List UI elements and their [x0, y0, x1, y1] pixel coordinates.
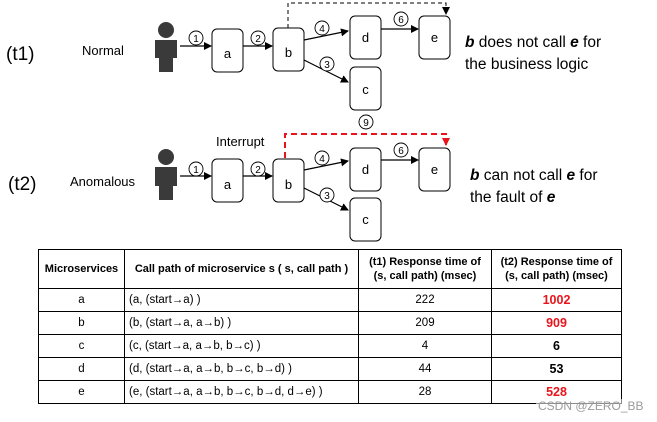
step-marker-9: 9 — [358, 114, 374, 130]
svg-text:c: c — [362, 82, 369, 97]
svg-text:4: 4 — [319, 154, 325, 165]
scenario-tag-t1: (t1) — [6, 44, 35, 65]
svg-text:d: d — [362, 162, 369, 177]
cell-microservice: d — [38, 357, 125, 381]
svg-text:2: 2 — [255, 34, 261, 45]
note-anomalous-line1: b can not call e for — [470, 167, 598, 184]
edge-b-e-interrupt — [284, 133, 450, 158]
table-row: b (b, (start→a, a→b) ) 209 909 — [38, 311, 622, 335]
svg-text:1: 1 — [193, 34, 199, 45]
node-b: b — [272, 27, 305, 72]
step-marker-1: 1 — [188, 30, 204, 46]
step-marker-4: 4 — [314, 20, 330, 36]
node-d: d — [349, 15, 382, 60]
svg-text:4: 4 — [319, 24, 325, 35]
user-icon — [155, 22, 177, 72]
col-header-microservice: Microservices — [38, 249, 125, 289]
interrupt-label: Interrupt — [216, 134, 265, 149]
svg-text:3: 3 — [324, 191, 330, 202]
step-marker-4: 4 — [314, 150, 330, 166]
node-a: a — [211, 158, 244, 203]
cell-t2-time: 909 — [491, 311, 622, 335]
cell-t1-time: 44 — [358, 357, 492, 381]
step-marker-1: 1 — [188, 161, 204, 177]
table-row: c (c, (start→a, a→b, b→c) ) 4 6 — [38, 334, 622, 358]
cell-t2-time: 53 — [491, 357, 622, 381]
svg-text:2: 2 — [255, 165, 261, 176]
col-header-t1-response: (t1) Response time of (s, call path) (ms… — [358, 249, 492, 289]
step-marker-3: 3 — [319, 56, 335, 72]
table-row: e (e, (start→a, a→b, b→c, b→d, d→e) ) 28… — [38, 380, 622, 404]
svg-text:6: 6 — [398, 15, 404, 26]
call-path-diagram: (t1) Normal a b d c — [6, 2, 601, 242]
cell-call-path: (d, (start→a, a→b, b→c, b→d) ) — [124, 357, 359, 381]
step-marker-2: 2 — [250, 161, 266, 177]
user-icon — [155, 149, 177, 200]
svg-text:a: a — [224, 177, 232, 192]
note-anomalous-line2: the fault of e — [470, 189, 556, 206]
note-normal-line1: b does not call e for — [465, 34, 601, 51]
node-c: c — [349, 66, 382, 111]
scenario-normal: (t1) Normal a b d c — [6, 2, 601, 111]
cell-t2-time: 6 — [491, 334, 622, 358]
svg-text:9: 9 — [363, 118, 369, 129]
cell-call-path: (a, (start→a) ) — [124, 288, 359, 312]
scenario-label-anomalous: Anomalous — [70, 174, 136, 189]
node-e: e — [418, 147, 451, 192]
node-c: c — [349, 197, 382, 242]
node-d: d — [349, 147, 382, 192]
table-row: d (d, (start→a, a→b, b→c, b→d) ) 44 53 — [38, 357, 622, 381]
cell-call-path: (c, (start→a, a→b, b→c) ) — [124, 334, 359, 358]
edge-b-d — [303, 158, 349, 171]
scenario-label-normal: Normal — [82, 43, 124, 58]
node-b: b — [272, 158, 305, 203]
cell-t1-time: 222 — [358, 288, 492, 312]
table-header-row: Microservices Call path of microservice … — [38, 249, 622, 289]
table-row: a (a, (start→a) ) 222 1002 — [38, 288, 622, 312]
cell-microservice: e — [38, 380, 125, 404]
cell-microservice: b — [38, 311, 125, 335]
cell-call-path: (b, (start→a, a→b) ) — [124, 311, 359, 335]
step-marker-2: 2 — [250, 30, 266, 46]
note-normal-line2: the business logic — [465, 56, 588, 73]
step-marker-6: 6 — [393, 142, 409, 158]
svg-text:e: e — [431, 162, 438, 177]
col-header-call-path: Call path of microservice s ( s, call pa… — [124, 249, 359, 289]
watermark: CSDN @ZERO_BB — [536, 399, 646, 413]
svg-text:1: 1 — [193, 165, 199, 176]
cell-microservice: c — [38, 334, 125, 358]
scenario-anomalous: (t2) Anomalous Interrupt a b d c — [8, 114, 598, 242]
cell-t1-time: 4 — [358, 334, 492, 358]
cell-t2-time: 1002 — [491, 288, 622, 312]
node-a: a — [211, 28, 244, 73]
svg-text:6: 6 — [398, 146, 404, 157]
svg-text:a: a — [224, 46, 232, 61]
cell-t1-time: 209 — [358, 311, 492, 335]
step-marker-3: 3 — [319, 187, 335, 203]
col-header-t2-response: (t2) Response time of (s, call path) (ms… — [491, 249, 622, 289]
svg-text:b: b — [285, 45, 292, 60]
cell-microservice: a — [38, 288, 125, 312]
response-time-table: Microservices Call path of microservice … — [38, 249, 622, 404]
svg-text:e: e — [431, 30, 438, 45]
svg-text:3: 3 — [324, 60, 330, 71]
svg-text:d: d — [362, 30, 369, 45]
edge-b-d — [303, 28, 349, 41]
cell-call-path: (e, (start→a, a→b, b→c, b→d, d→e) ) — [124, 380, 359, 404]
scenario-tag-t2: (t2) — [8, 174, 37, 195]
svg-text:c: c — [362, 212, 369, 227]
svg-text:b: b — [285, 177, 292, 192]
step-marker-6: 6 — [393, 11, 409, 27]
cell-t1-time: 28 — [358, 380, 492, 404]
node-e: e — [418, 15, 451, 60]
